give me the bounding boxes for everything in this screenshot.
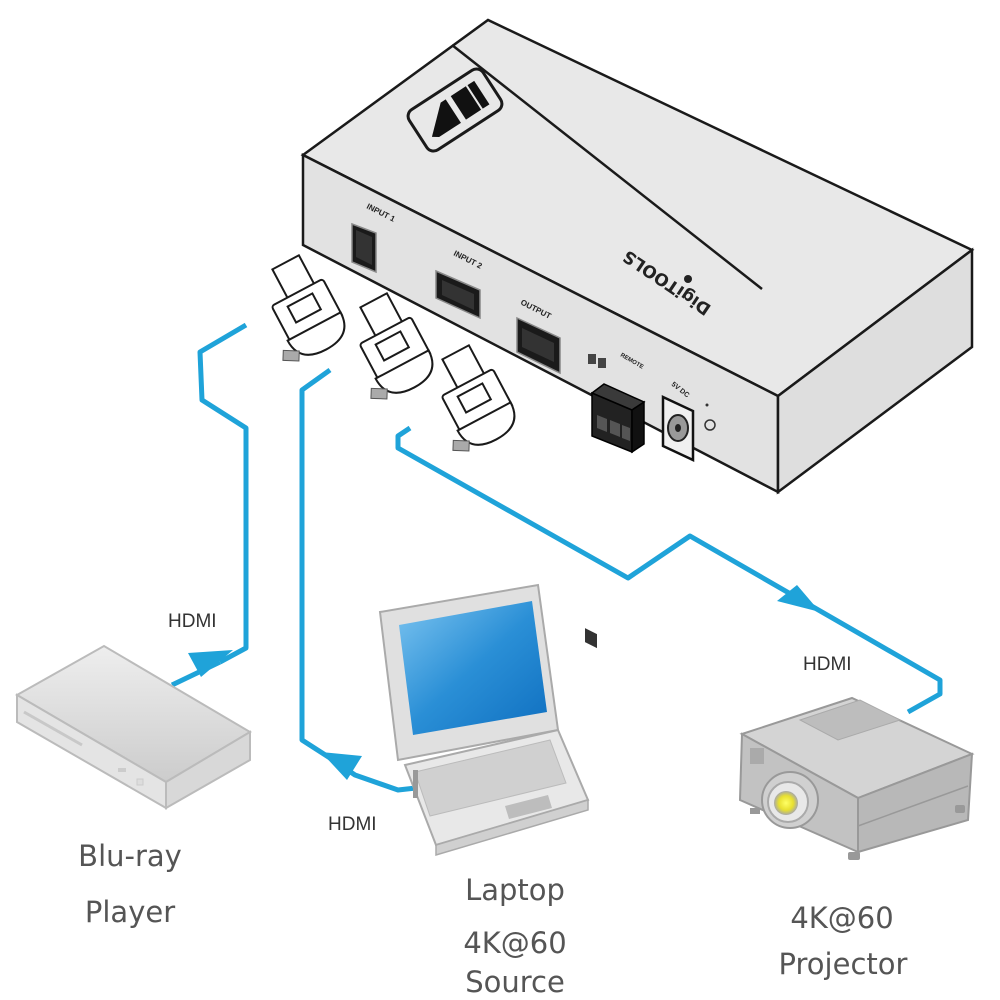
arrow-icon [777,585,820,612]
projector-lens-icon [774,791,798,815]
power-led-icon [704,403,716,431]
arrow-icon [321,752,362,780]
kramer-logo-icon [406,67,504,153]
cable-label-bluray: HDMI [168,611,217,632]
cable-label-laptop: HDMI [328,814,377,835]
dip-switch[interactable] [585,354,606,649]
laptop-icon [378,583,590,857]
arrow-icon [188,650,233,677]
cable-laptop-to-input2 [299,367,417,793]
cable-label-projector: HDMI [803,654,852,675]
switcher-side-face [776,247,974,495]
projector-label-line2: Projector [779,947,908,981]
hdmi-plug-input1 [271,253,346,362]
projector-icon [738,696,975,860]
hdmi-port-input1[interactable] [351,222,377,274]
bluray-label-line1: Blu-ray [78,839,182,873]
laptop-label-line1: Laptop [465,873,565,907]
registered-mark-icon [684,275,692,283]
bluray-label-line2: Player [85,895,175,929]
hdmi-plug-output [441,343,516,452]
hdmi-port-input2[interactable] [435,269,481,320]
hdmi-plug-input2 [359,291,434,400]
dc-power-jack[interactable] [661,395,695,462]
laptop-label-line2: 4K@60 [463,926,566,960]
bluray-player-icon [14,644,252,810]
switcher-top-groove [451,44,763,290]
cable-output-to-projector [395,425,943,715]
cable-bluray-to-input1 [170,322,249,688]
hdmi-switcher: DigiTOOLS INPUT 1 INPUT 2 OUTPUT REMOTE … [300,18,975,649]
remote-terminal-block[interactable] [590,383,646,454]
hdmi-port-output[interactable] [516,316,561,375]
projector-label-line1: 4K@60 [790,901,893,935]
laptop-label-line3: Source [465,965,565,999]
